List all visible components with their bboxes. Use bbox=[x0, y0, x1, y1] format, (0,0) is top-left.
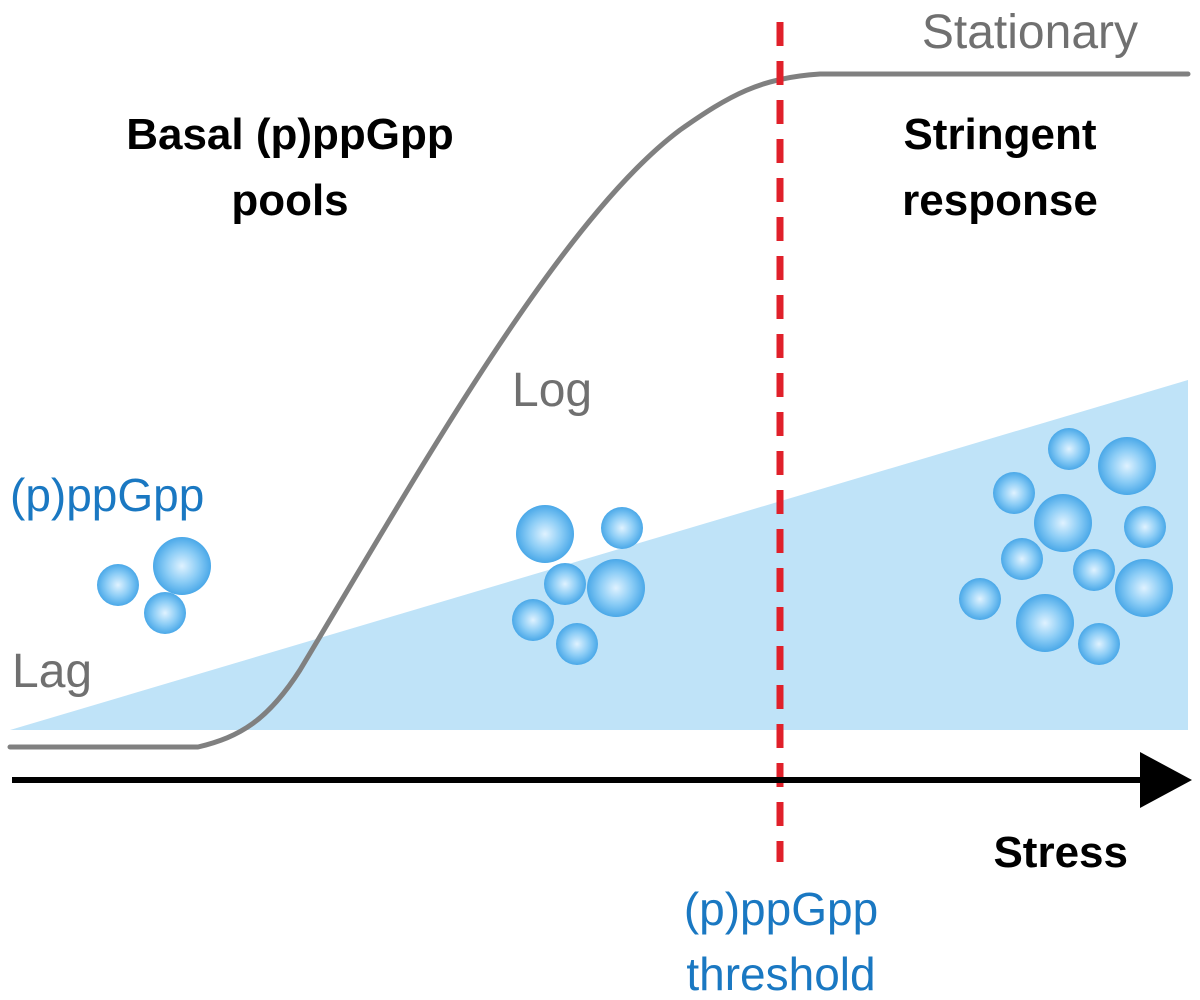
ppgpp-molecule-icon bbox=[1115, 559, 1173, 617]
bubble-group-log bbox=[512, 505, 645, 665]
ppgpp-molecule-icon bbox=[1078, 623, 1120, 665]
ppgpp-molecule-icon bbox=[601, 507, 643, 549]
ppgpp-molecule-icon bbox=[1098, 437, 1156, 495]
arrow-right-icon bbox=[1140, 752, 1192, 808]
ppgpp-molecule-icon bbox=[97, 564, 139, 606]
ppgpp-molecule-icon bbox=[993, 472, 1035, 514]
ppgpp-molecule-icon bbox=[512, 599, 554, 641]
ppgpp-molecule-icon bbox=[1034, 494, 1092, 552]
ppgpp-molecule-icon bbox=[1124, 506, 1166, 548]
ppgpp-molecule-icon bbox=[516, 505, 574, 563]
basal-pools-label-line2: pools bbox=[231, 176, 348, 225]
lag-phase-label: Lag bbox=[12, 645, 92, 698]
stress-axis-label: Stress bbox=[993, 828, 1128, 877]
ppgpp-molecule-icon bbox=[1001, 538, 1043, 580]
ppgpp-molecule-icon bbox=[587, 559, 645, 617]
ppgpp-molecule-icon bbox=[1016, 594, 1074, 652]
threshold-label-line2: threshold bbox=[686, 948, 875, 1000]
ppgpp-molecule-icon bbox=[1073, 549, 1115, 591]
basal-pools-label-line1: Basal (p)ppGpp bbox=[126, 110, 454, 159]
log-phase-label: Log bbox=[512, 364, 592, 417]
stringent-response-label-line1: Stringent bbox=[903, 110, 1096, 159]
growth-curve bbox=[7, 71, 1191, 750]
bubble-group-stringent bbox=[959, 428, 1173, 665]
threshold-label-line1: (p)ppGpp bbox=[684, 883, 878, 935]
stringent-response-label-line2: response bbox=[902, 176, 1098, 225]
ppgpp-molecule-icon bbox=[959, 578, 1001, 620]
ppgpp-molecule-icon bbox=[544, 563, 586, 605]
ppgpp-level-wedge bbox=[10, 380, 1188, 730]
ppgpp-molecule-icon bbox=[1048, 428, 1090, 470]
stationary-phase-label: Stationary bbox=[922, 6, 1138, 59]
ppgpp-molecule-icon bbox=[144, 592, 186, 634]
ppgpp-molecule-icon bbox=[556, 623, 598, 665]
ppgpp-molecule-icon bbox=[153, 537, 211, 595]
bubble-group-lag bbox=[97, 537, 211, 634]
ppgpp-label: (p)ppGpp bbox=[10, 469, 204, 521]
